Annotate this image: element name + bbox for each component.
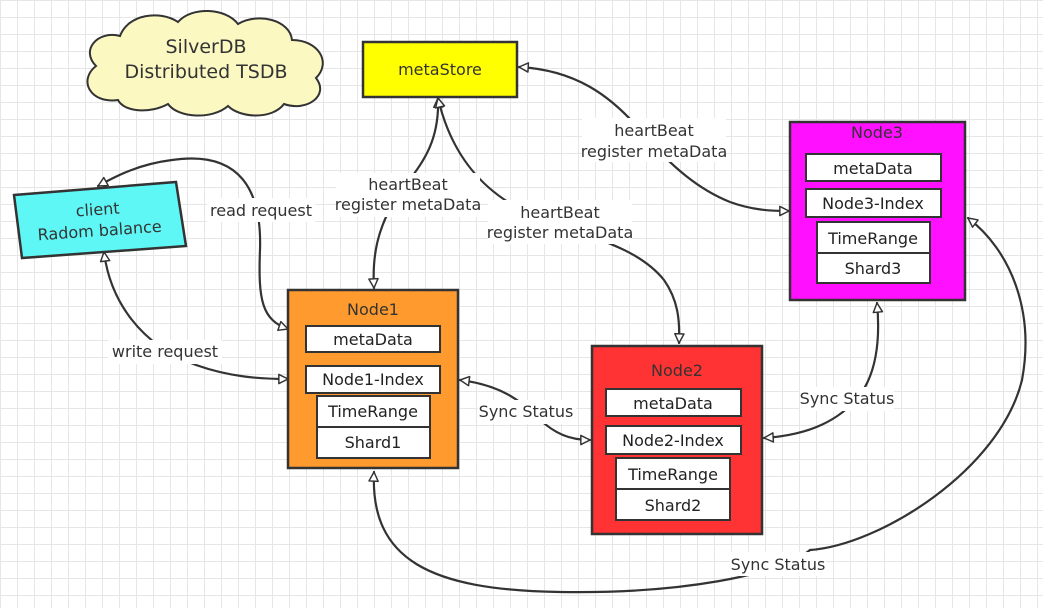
heartbeat-node1-line2: register metaData	[335, 195, 482, 214]
node1-shard-box	[316, 426, 431, 459]
metastore-rect	[361, 40, 519, 99]
sync-node1-node3-edge	[368, 216, 1027, 594]
sync-node1-node2-label: Sync Status	[479, 402, 574, 421]
node1-metadata: metaData	[333, 330, 413, 349]
node3-metadata-box	[805, 153, 942, 182]
read-request-label: read request	[210, 201, 312, 220]
node2-metadata: metaData	[633, 394, 713, 413]
cloud-shape	[86, 9, 324, 117]
node1[interactable]: Node1 metaData Node1-Index TimeRange Sha…	[286, 288, 460, 470]
sync-node2-node3-label: Sync Status	[800, 389, 895, 408]
node2-index: Node2-Index	[622, 431, 724, 450]
node2-timerange: TimeRange	[627, 465, 718, 484]
write-request-label: write request	[112, 342, 218, 361]
edge-labels: read request write request heartBeat reg…	[108, 118, 894, 576]
node1-metadata-box	[305, 325, 441, 353]
node3-index: Node3-Index	[822, 194, 924, 213]
node3-timerange-box	[816, 221, 931, 254]
heartbeat-node3-line2: register metaData	[581, 142, 728, 161]
node2-metadata-box	[605, 388, 742, 417]
node3-timerange: TimeRange	[827, 229, 918, 248]
heartbeat-node2-line1: heartBeat	[520, 203, 600, 222]
node3-shard-box	[816, 252, 931, 284]
sync-node2-node3-edge	[762, 301, 884, 443]
node1-timerange: TimeRange	[327, 402, 418, 421]
title-line1: SilverDB	[165, 36, 246, 58]
client-box[interactable]: client Radom balance	[12, 180, 188, 260]
sync-node1-node3-label: Sync Status	[731, 555, 826, 574]
node3[interactable]: Node3 metaData Node3-Index TimeRange Sha…	[788, 120, 967, 302]
node1-index: Node1-Index	[322, 370, 424, 389]
node3-title: Node3	[851, 123, 903, 142]
client-line1: client	[75, 199, 120, 221]
node3-shard: Shard3	[845, 259, 902, 278]
node3-metadata: metaData	[833, 159, 913, 178]
metastore-box[interactable]: metaStore	[361, 40, 519, 99]
node3-index-box	[805, 188, 942, 218]
node1-shard: Shard1	[345, 433, 402, 452]
node1-title: Node1	[347, 300, 399, 319]
title-line2: Distributed TSDB	[124, 61, 287, 83]
node2[interactable]: Node2 metaData Node2-Index TimeRange Sha…	[590, 344, 764, 536]
node1-index-box	[305, 365, 441, 394]
heartbeat-node2-line2: register metaData	[487, 223, 634, 242]
heartbeat-node3-line1: heartBeat	[614, 121, 694, 140]
heartbeat-node1-line1: heartBeat	[368, 175, 448, 194]
title-cloud: SilverDB Distributed TSDB	[86, 9, 324, 117]
metastore-label: metaStore	[398, 60, 482, 79]
client-rect	[12, 180, 188, 260]
node2-index-box	[605, 425, 742, 455]
node2-title: Node2	[651, 361, 703, 380]
node2-shard: Shard2	[645, 496, 702, 515]
node2-shard-box	[615, 488, 731, 521]
